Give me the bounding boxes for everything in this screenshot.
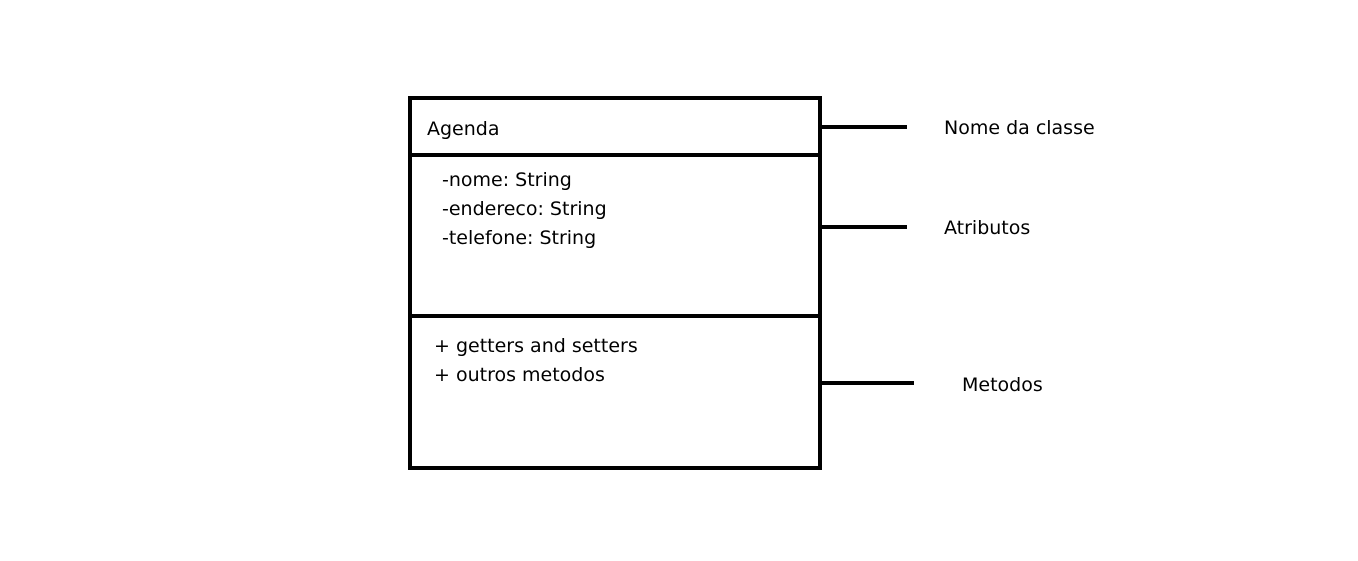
method-item-getters-setters: + getters and setters [434,335,638,357]
attributes-callout-label: Atributos [944,217,1031,239]
attributes-connector-line [822,225,907,229]
attribute-item-nome: -nome: String [442,169,572,191]
method-list: + getters and setters + outros metodos [434,332,638,390]
attribute-list: -nome: String -endereco: String -telefon… [442,166,607,253]
attribute-item-endereco: -endereco: String [442,198,607,220]
methods-connector-line [822,381,914,385]
class-name: Agenda [427,118,500,140]
class-name-callout-label: Nome da classe [944,117,1095,139]
method-item-outros-metodos: + outros metodos [434,364,605,386]
attributes-compartment: -nome: String -endereco: String -telefon… [412,157,818,318]
methods-compartment: + getters and setters + outros metodos [412,318,818,470]
uml-class-box: Agenda -nome: String -endereco: String -… [408,96,822,470]
class-name-compartment: Agenda [412,100,818,157]
class-name-connector-line [822,125,907,129]
attribute-item-telefone: -telefone: String [442,227,597,249]
methods-callout-label: Metodos [962,374,1043,396]
